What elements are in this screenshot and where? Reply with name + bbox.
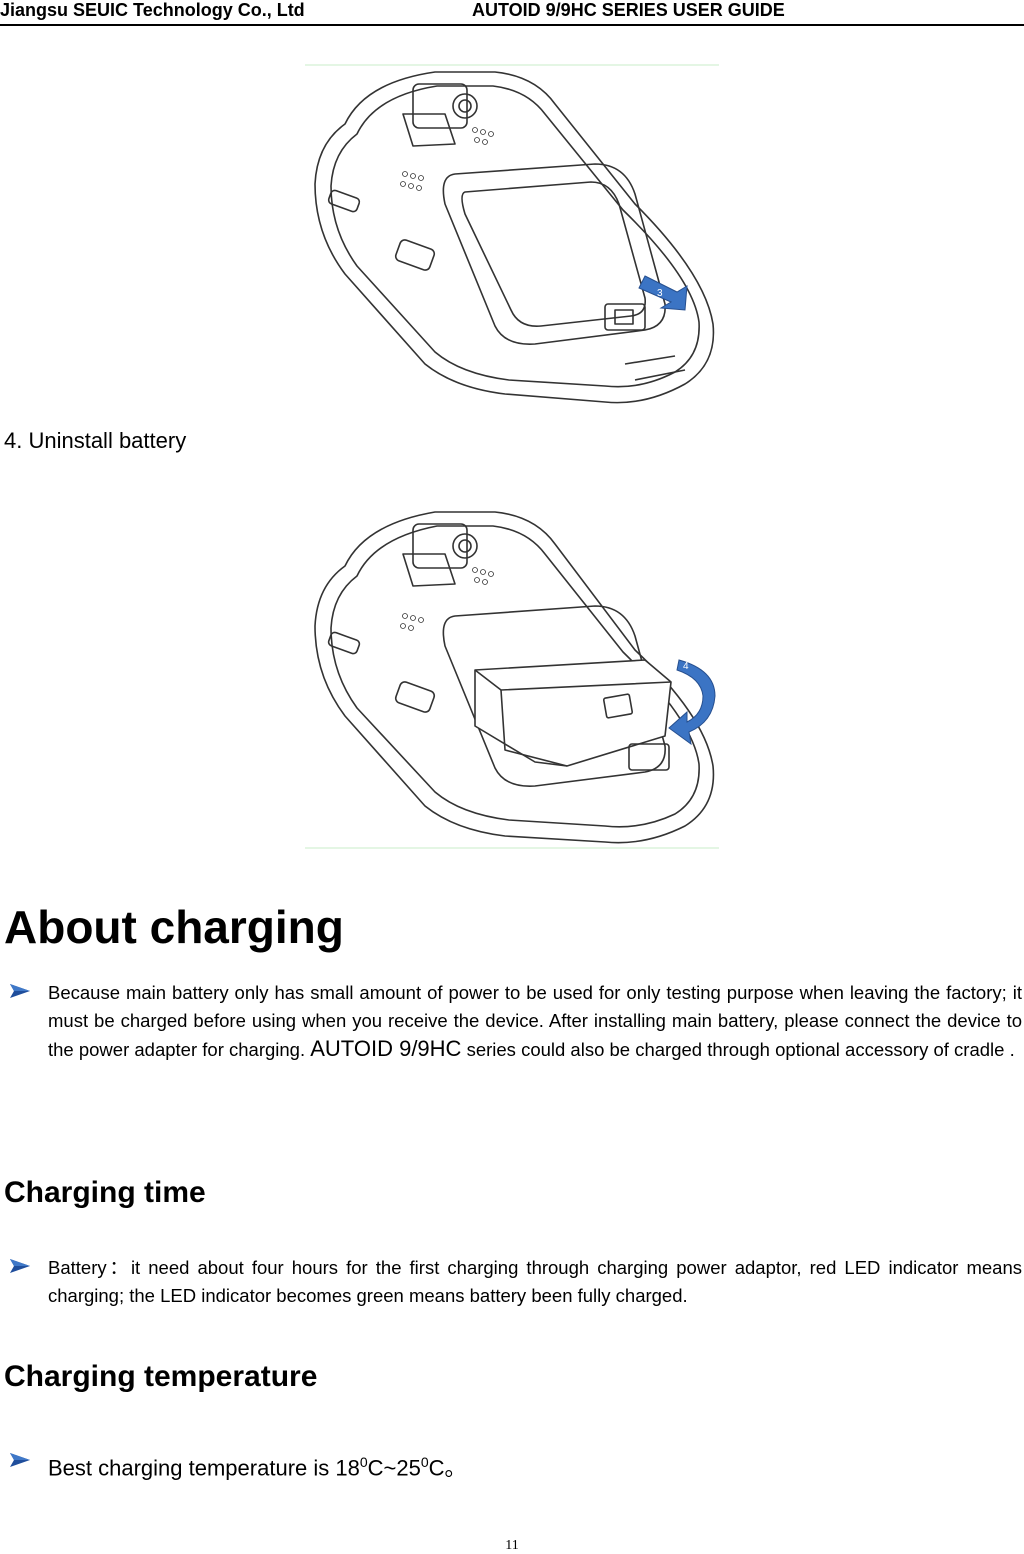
bullet-arrow-icon <box>10 984 30 998</box>
step-arrow-curved-icon: 4 <box>668 659 716 746</box>
paragraph-charging: Because main battery only has small amou… <box>48 979 1022 1064</box>
figure-device-step4: 4 <box>305 500 719 850</box>
temp-degree-sup-2: 0 <box>420 1454 429 1470</box>
bullet-arrow-icon <box>10 1453 30 1467</box>
step-arrow-icon: 3 <box>638 275 688 311</box>
svg-text:4: 4 <box>683 661 689 672</box>
figure-device-step3: 3 <box>305 64 719 408</box>
temp-text-prefix: Best charging temperature is 18 <box>48 1455 360 1481</box>
subsection-title-charging-temperature: Charging temperature <box>4 1360 318 1393</box>
header-company: Jiangsu SEUIC Technology Co., Ltd <box>0 0 305 20</box>
temp-text-mid: C~25 <box>367 1455 421 1481</box>
paragraph-charging-temperature: Best charging temperature is 180C~250C。 <box>48 1448 1022 1482</box>
figure-caption: 4. Uninstall battery <box>4 428 187 453</box>
header-guide-title: AUTOID 9/9HC SERIES USER GUIDE <box>472 0 785 20</box>
bullet-charging-time: Battery：it need about four hours for the… <box>8 1254 1022 1310</box>
page-number: 11 <box>505 1538 519 1553</box>
svg-text:3: 3 <box>657 288 663 299</box>
paragraph-text-after: series could also be charged through opt… <box>461 1039 1015 1060</box>
bullet-charging-temperature: Best charging temperature is 180C~250C。 <box>8 1448 1022 1482</box>
paragraph-charging-time: Battery：it need about four hours for the… <box>48 1257 1022 1306</box>
bullet-arrow-icon <box>10 1259 30 1273</box>
temp-degree-sup-1: 0 <box>359 1454 368 1470</box>
bullet-charging-info: Because main battery only has small amou… <box>8 979 1022 1064</box>
temp-text-suffix: C。 <box>428 1455 467 1481</box>
paragraph-brand: AUTOID 9/9HC <box>310 1036 462 1061</box>
subsection-title-charging-time: Charging time <box>4 1176 206 1209</box>
section-title-about-charging: About charging <box>4 901 344 953</box>
paragraph-text-before: Because main battery only has small amou… <box>48 982 1022 1060</box>
page-header: Jiangsu SEUIC Technology Co., Ltd AUTOID… <box>0 0 1024 26</box>
